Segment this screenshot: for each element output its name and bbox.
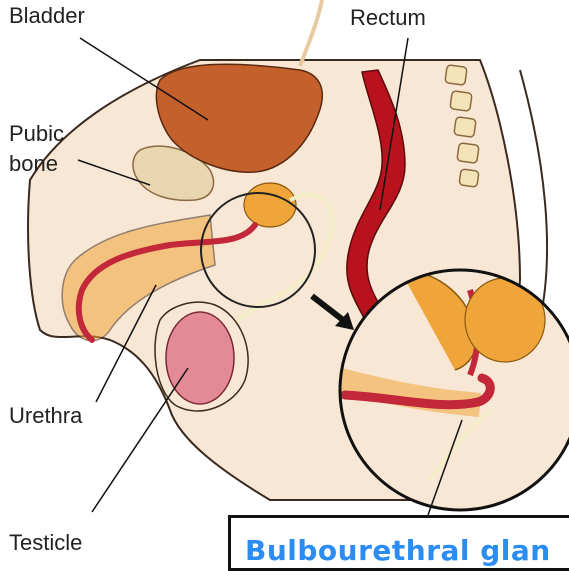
caption-bulbourethral-gland: Bulbourethral glan — [245, 534, 551, 567]
label-pubic-bone-line1: Pubic — [9, 120, 64, 147]
anatomy-illustration — [0, 0, 569, 559]
testicle — [166, 312, 234, 404]
prostate-gland — [244, 183, 296, 227]
label-urethra: Urethra — [9, 402, 82, 429]
label-pubic-bone-line2: bone — [9, 150, 58, 177]
label-testicle: Testicle — [9, 529, 82, 556]
label-rectum: Rectum — [350, 4, 426, 31]
magnified-view — [340, 270, 569, 510]
ureter — [300, 0, 322, 66]
back-contour — [520, 70, 547, 320]
label-bladder: Bladder — [9, 2, 85, 29]
caption-box: Bulbourethral glan — [228, 515, 569, 571]
